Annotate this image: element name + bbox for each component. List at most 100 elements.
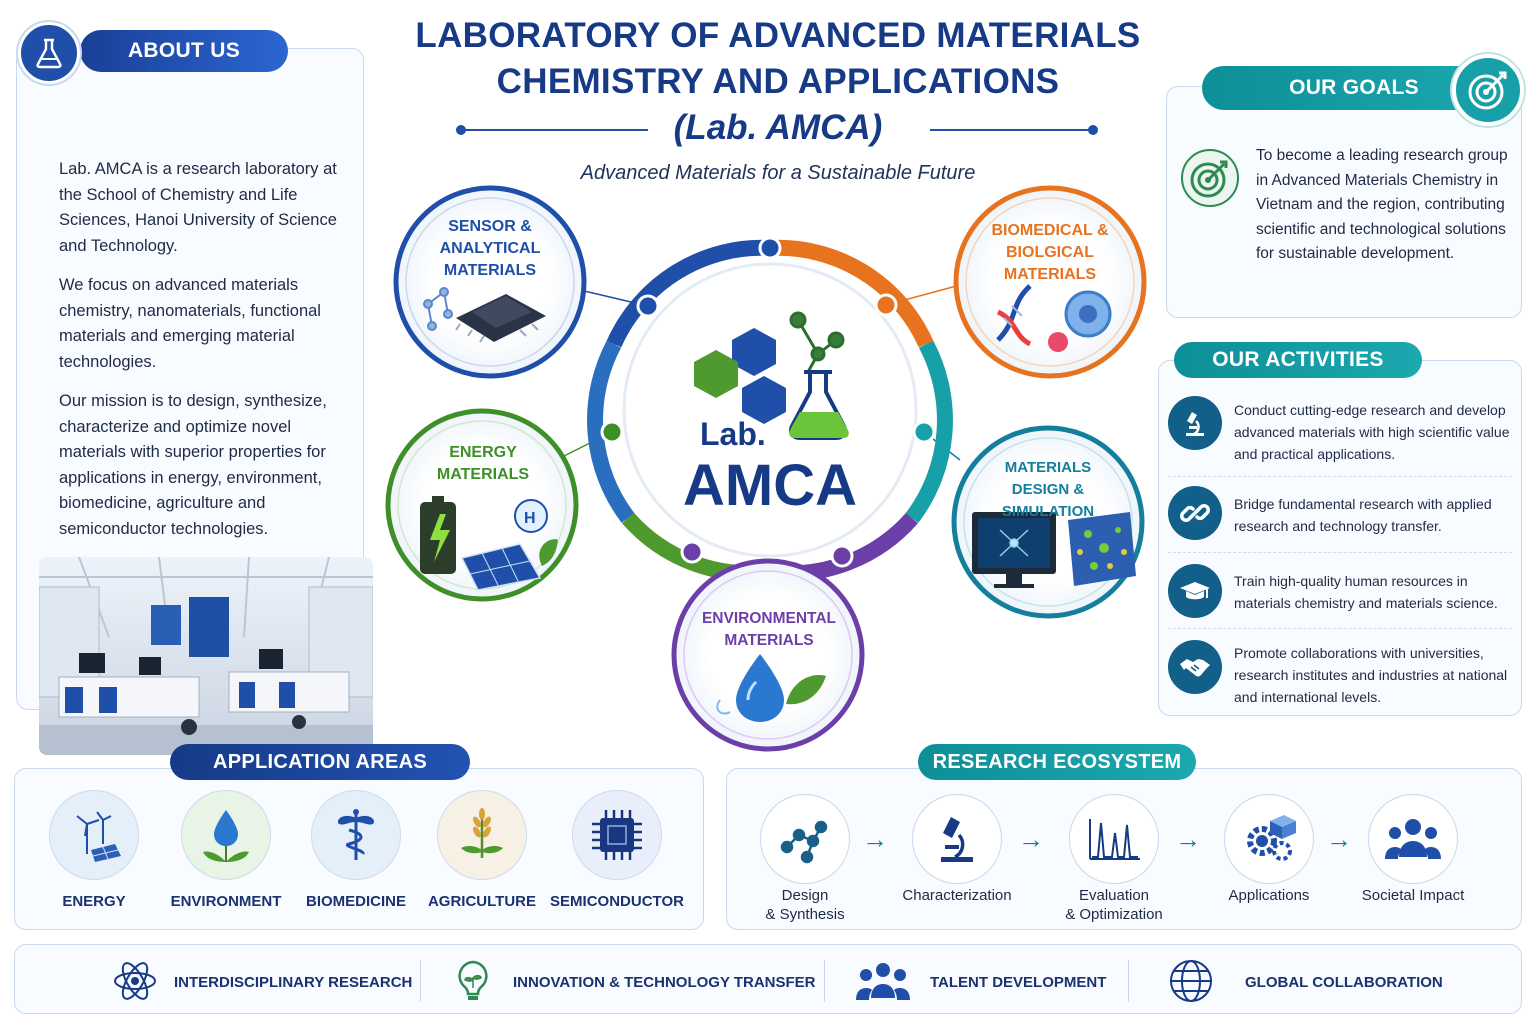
chip-icon bbox=[572, 790, 662, 880]
activity-divider bbox=[1168, 628, 1512, 629]
hydrogen-icon: H bbox=[514, 499, 558, 566]
pillar-label: INNOVATION & TECHNOLOGY TRANSFER bbox=[513, 974, 816, 991]
cell-icon bbox=[1048, 290, 1112, 352]
activity-text: Conduct cutting-edge research and develo… bbox=[1234, 402, 1510, 462]
satellite-environmental[interactable] bbox=[671, 558, 865, 752]
gears-icon bbox=[1224, 794, 1314, 884]
link-icon bbox=[1168, 486, 1222, 540]
ring-segment-blue-2 bbox=[587, 340, 635, 523]
chip-icon bbox=[423, 287, 546, 343]
application-label: BIOMEDICINE bbox=[305, 893, 406, 910]
wheat-icon bbox=[437, 790, 527, 880]
tagline: Advanced Materials for a Sustainable Fut… bbox=[580, 162, 976, 184]
globe-icon bbox=[1170, 960, 1212, 1002]
people-icon bbox=[1368, 794, 1458, 884]
pillar-label: INTERDISCIPLINARY RESEARCH bbox=[174, 974, 413, 991]
activity-divider bbox=[1168, 476, 1512, 477]
activity-text: Train high-quality human resources in ma… bbox=[1234, 573, 1498, 611]
about-text: Lab. AMCA is a research laboratory at th… bbox=[59, 157, 359, 556]
arrow-right-icon: → bbox=[1175, 824, 1201, 854]
ring-segment-orange bbox=[769, 239, 934, 348]
handshake-icon bbox=[1168, 640, 1222, 694]
about-paragraph: Our mission is to design, synthesize, ch… bbox=[59, 392, 327, 538]
page-title-line2: CHEMISTRY AND APPLICATIONS bbox=[496, 62, 1060, 101]
title-rule-right bbox=[930, 129, 1092, 131]
lightbulb-icon bbox=[458, 960, 488, 1000]
satellite-sensor[interactable] bbox=[393, 185, 587, 379]
molecule-icon bbox=[760, 794, 850, 884]
goal-target-icon bbox=[1181, 149, 1239, 207]
pillar-label: TALENT DEVELOPMENT bbox=[930, 974, 1107, 991]
hub-center-amca: AMCA bbox=[683, 453, 857, 518]
arrow-right-icon: → bbox=[1326, 824, 1352, 854]
flask-icon bbox=[36, 38, 62, 69]
application-label: ENERGY bbox=[62, 893, 126, 910]
pillars-bar bbox=[14, 944, 1522, 1014]
ring-segment-blue bbox=[606, 239, 771, 348]
dna-icon bbox=[996, 284, 1032, 347]
flask-badge bbox=[18, 22, 80, 84]
arrow-right-icon: → bbox=[862, 824, 888, 854]
ecosystem-step-label: Societal Impact bbox=[1361, 887, 1465, 904]
title-dot-left bbox=[456, 125, 466, 135]
amca-logo-icon bbox=[694, 311, 849, 440]
hub-center-lab: Lab. bbox=[700, 416, 766, 452]
target-icon bbox=[1468, 71, 1507, 110]
battery-icon bbox=[420, 496, 456, 574]
ecosystem-step-label: Design& Synthesis bbox=[765, 887, 845, 923]
satellite-energy[interactable]: H bbox=[385, 408, 579, 602]
research-ecosystem-heading: RESEARCH ECOSYSTEM bbox=[918, 744, 1196, 780]
application-label: SEMICONDUCTOR bbox=[550, 893, 684, 910]
arrow-right-icon: → bbox=[1018, 824, 1044, 854]
pillar-divider bbox=[1128, 960, 1129, 1002]
goals-panel bbox=[1166, 86, 1522, 318]
about-paragraph: Lab. AMCA is a research laboratory at th… bbox=[59, 160, 337, 255]
energy-materials-label: ENERGY MATERIALS bbox=[436, 444, 530, 483]
page-title-abbreviation: (Lab. AMCA) bbox=[673, 108, 883, 147]
monitor-icon bbox=[972, 512, 1056, 588]
application-label: AGRICULTURE bbox=[427, 893, 537, 910]
microscope-icon bbox=[912, 794, 1002, 884]
activity-text: Promote collaborations with universities… bbox=[1234, 645, 1508, 705]
activity-text: Bridge fundamental research with applied… bbox=[1234, 496, 1492, 534]
ecosystem-step-label: Evaluation& Optimization bbox=[1065, 887, 1163, 923]
biomedical-materials-label: BIOMEDICAL & BIOLGICAL MATERIALS bbox=[991, 222, 1109, 283]
activity-divider bbox=[1168, 552, 1512, 553]
pillar-divider bbox=[420, 960, 421, 1002]
wind-solar-icon bbox=[49, 790, 139, 880]
satellite-design[interactable] bbox=[951, 425, 1145, 619]
satellite-biomedical[interactable] bbox=[953, 185, 1147, 379]
atom-icon bbox=[114, 962, 156, 1000]
caduceus-icon bbox=[311, 790, 401, 880]
ring-segment-teal bbox=[905, 340, 953, 523]
activities-heading: OUR ACTIVITIES bbox=[1174, 342, 1422, 378]
water-drop-icon bbox=[181, 790, 271, 880]
ring-nodes bbox=[600, 236, 936, 568]
page-title-line1: LABORATORY OF ADVANCED MATERIALS bbox=[415, 16, 1141, 55]
goals-text: To become a leading research group in Ad… bbox=[1256, 147, 1508, 262]
application-label: ENVIRONMENT bbox=[170, 893, 282, 910]
pillar-label: GLOBAL COLLABORATION bbox=[1245, 974, 1443, 991]
microscope-icon bbox=[1168, 396, 1222, 450]
simulation-map-icon bbox=[1068, 512, 1136, 586]
environmental-materials-label: ENVIRONMENTAL MATERIALS bbox=[701, 610, 837, 649]
about-panel: Lab. AMCA is a research laboratory at th… bbox=[16, 48, 373, 755]
graduation-cap-icon bbox=[1168, 564, 1222, 618]
solar-panel-icon bbox=[460, 543, 542, 591]
about-paragraph: We focus on advanced materials chemistry… bbox=[59, 276, 321, 371]
ecosystem-step-label: Applications bbox=[1228, 887, 1310, 904]
ecosystem-step-label: Characterization bbox=[902, 887, 1012, 904]
title-rule-left bbox=[462, 129, 648, 131]
target-badge bbox=[1452, 54, 1524, 126]
sensor-materials-label: SENSOR & ANALYTICAL MATERIALS bbox=[439, 218, 541, 279]
application-areas-heading: APPLICATION AREAS bbox=[170, 744, 470, 780]
title-dot-right bbox=[1088, 125, 1098, 135]
about-heading: ABOUT US bbox=[80, 30, 288, 72]
laboratory-photo bbox=[39, 557, 373, 755]
team-icon bbox=[856, 963, 910, 1000]
spectrum-icon bbox=[1069, 794, 1159, 884]
water-drop-icon bbox=[716, 654, 826, 722]
svg-text:H: H bbox=[524, 510, 536, 527]
pillar-divider bbox=[824, 960, 825, 1002]
